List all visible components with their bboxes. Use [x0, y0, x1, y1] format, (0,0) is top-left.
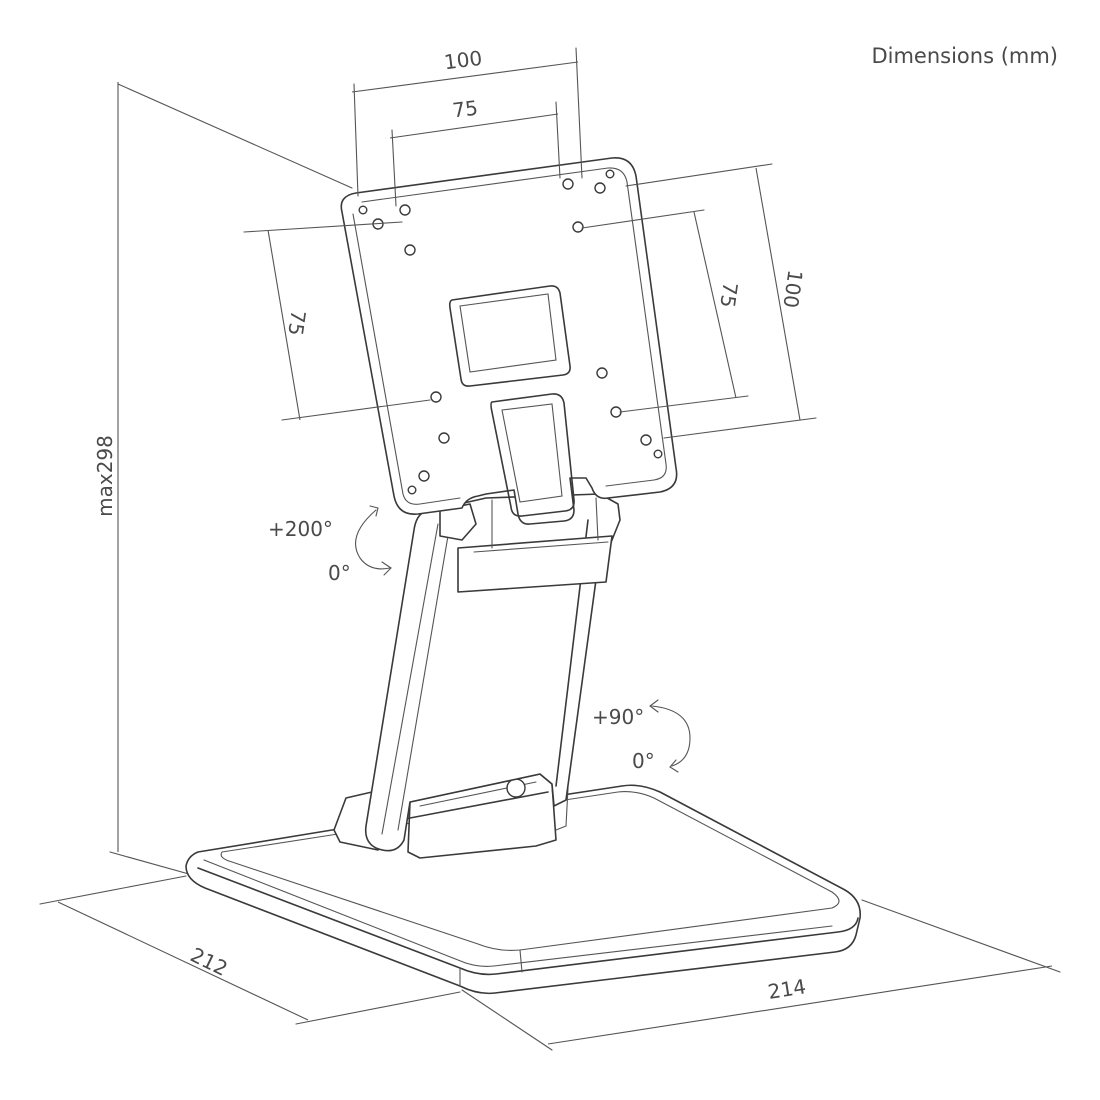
base-width-label: 214	[766, 974, 807, 1004]
max-height-dimension: max298	[93, 82, 353, 877]
top-inner-width-dimension: 75	[389, 96, 561, 207]
right-inner-height-dimension: 75	[581, 209, 749, 413]
tilt-rotation-indicator: +200° 0°	[268, 505, 392, 585]
left-inner-height-dimension: 75	[243, 221, 431, 421]
base-width-dimension: 214	[461, 899, 1061, 1051]
max-height-label: max298	[93, 435, 117, 517]
right-outer-height-dimension: 100	[625, 163, 817, 439]
top-outer-width-label: 100	[443, 46, 484, 74]
tilt-max-label: +200°	[268, 517, 333, 541]
right-inner-height-label: 75	[715, 281, 742, 310]
swivel-min-label: 0°	[632, 749, 655, 773]
tilt-min-label: 0°	[328, 561, 351, 585]
swivel-arc-arrow-icon	[651, 705, 691, 767]
vesa-mounting-plate	[340, 157, 678, 525]
top-outer-width-dimension: 100	[351, 46, 583, 197]
swivel-max-label: +90°	[592, 705, 644, 729]
left-inner-height-label: 75	[283, 309, 310, 338]
right-outer-height-label: 100	[778, 268, 807, 309]
base-depth-label: 212	[187, 943, 232, 981]
top-inner-width-label: 75	[451, 96, 479, 123]
support-arm	[364, 493, 621, 852]
diagram-title: Dimensions (mm)	[871, 44, 1058, 68]
swivel-rotation-indicator: +90° 0°	[592, 699, 691, 773]
tilt-arc-arrow-icon	[355, 509, 391, 570]
